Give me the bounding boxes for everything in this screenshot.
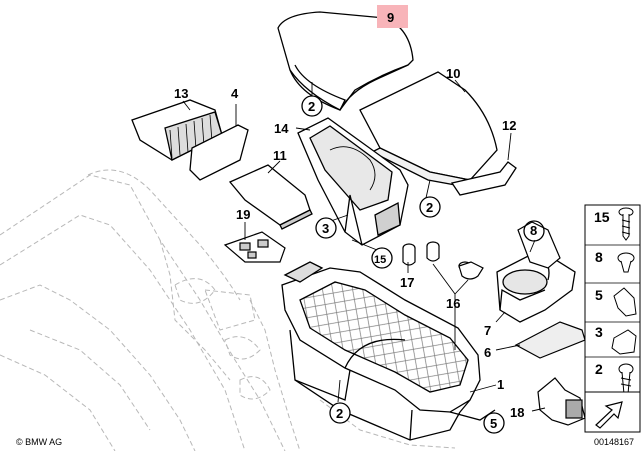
callout-8-circle bbox=[523, 220, 545, 242]
copyright-text: © BMW AG bbox=[16, 437, 62, 447]
callout-6: 6 bbox=[484, 345, 491, 360]
callout-8: 8 bbox=[530, 223, 537, 238]
ref-5: 5 bbox=[490, 416, 497, 431]
callout-13: 13 bbox=[174, 86, 188, 101]
part-7-cup-holder bbox=[496, 249, 576, 323]
callout-19: 19 bbox=[236, 207, 250, 222]
leader-lines bbox=[182, 79, 546, 412]
callout-1: 1 bbox=[497, 377, 504, 392]
callout-11: 11 bbox=[273, 148, 287, 163]
callout-7: 7 bbox=[484, 323, 491, 338]
fastener-label-5: 5 bbox=[595, 287, 603, 303]
part-4-cover-panel bbox=[189, 124, 249, 181]
callout-9: 9 bbox=[387, 10, 394, 25]
part-6-insert-mat bbox=[514, 321, 586, 359]
part-1-center-console bbox=[281, 261, 496, 441]
part-16-connector bbox=[458, 261, 484, 280]
direction-arrow-icon bbox=[584, 391, 641, 433]
part-19-bracket bbox=[223, 231, 286, 263]
callout-9-highlight bbox=[377, 5, 408, 28]
clip-5-icon bbox=[613, 287, 637, 317]
screw-2-icon bbox=[618, 363, 634, 395]
ref-15: 15 bbox=[374, 254, 386, 266]
circled-references bbox=[301, 95, 505, 434]
part-11-panel bbox=[228, 164, 313, 230]
fastener-label-8: 8 bbox=[595, 249, 603, 265]
ref-2-a: 2 bbox=[308, 99, 315, 114]
clip-3-icon bbox=[611, 329, 637, 355]
fastener-label-3: 3 bbox=[595, 324, 603, 340]
callout-17: 17 bbox=[400, 275, 414, 290]
ref-2-c: 2 bbox=[336, 406, 343, 421]
drawing-number: 00148167 bbox=[594, 437, 634, 447]
part-8-insert bbox=[517, 221, 561, 269]
ref-3-a: 3 bbox=[322, 221, 329, 236]
circled-reference-numbers: 2 2 3 15 2 5 bbox=[308, 99, 497, 431]
callout-4: 4 bbox=[231, 86, 239, 101]
part-17-plug bbox=[402, 241, 440, 266]
rivet-8-icon bbox=[617, 252, 635, 273]
callout-18: 18 bbox=[510, 405, 524, 420]
screw-15-icon bbox=[618, 207, 634, 241]
callout-14: 14 bbox=[274, 121, 289, 136]
part-14-console-frame bbox=[297, 117, 409, 246]
ref-2-b: 2 bbox=[426, 200, 433, 215]
fastener-panel: 15 8 5 3 2 bbox=[584, 204, 641, 411]
callout-12: 12 bbox=[502, 118, 516, 133]
part-10-armrest-cover bbox=[359, 71, 498, 189]
fastener-label-2: 2 bbox=[595, 361, 603, 377]
callout-16: 16 bbox=[446, 296, 460, 311]
part-12-trim-strip bbox=[450, 161, 517, 196]
vehicle-interior-outline bbox=[0, 169, 456, 451]
callout-10: 10 bbox=[446, 66, 460, 81]
callout-labels: 13 4 14 11 19 9 10 12 8 17 16 7 6 1 18 bbox=[174, 10, 537, 420]
fastener-label-15: 15 bbox=[594, 209, 610, 225]
part-18-clip bbox=[537, 377, 586, 426]
